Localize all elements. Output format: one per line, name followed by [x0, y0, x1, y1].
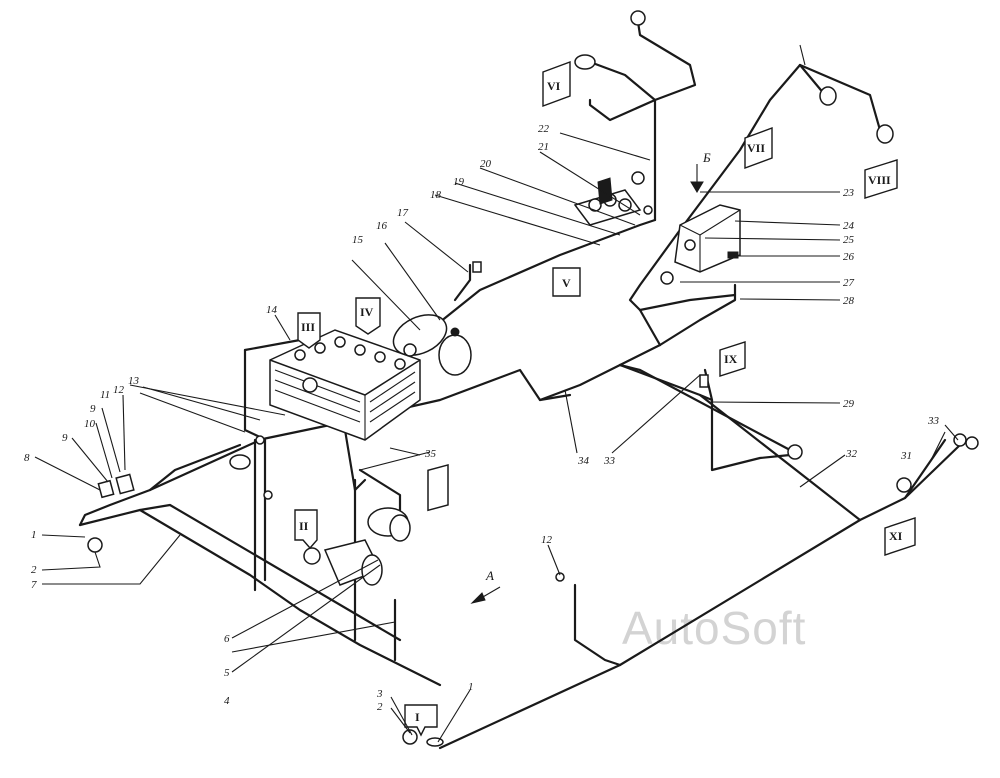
tag-XI: XI	[884, 517, 916, 556]
callout-15: 15	[352, 234, 364, 246]
callout-23: 23	[843, 187, 855, 199]
tag-III: III	[297, 312, 321, 349]
callout-22: 22	[538, 123, 550, 135]
label-text: V	[562, 276, 571, 290]
label-text: VII	[747, 141, 765, 155]
callout-2b: 2	[377, 701, 383, 713]
label-text: VIII	[868, 173, 891, 187]
label-text: I	[415, 710, 420, 724]
callout-28: 28	[843, 295, 855, 307]
battery-block	[269, 329, 421, 441]
callout-1: 1	[31, 529, 37, 541]
callout-33: 33	[603, 455, 616, 467]
tag-VII: VII	[744, 126, 773, 170]
label-text: VI	[547, 79, 561, 93]
callout-11: 11	[100, 389, 110, 401]
callout-12b: 12	[541, 534, 553, 546]
callout-10: 10	[84, 418, 96, 430]
callout-2: 2	[31, 564, 37, 576]
generator	[392, 314, 472, 376]
label-text: III	[301, 320, 315, 334]
callout-19: 19	[453, 176, 465, 188]
callout-27: 27	[843, 277, 855, 289]
callout-25: 25	[843, 234, 855, 246]
callout-17: 17	[397, 207, 409, 219]
main-harness	[78, 20, 962, 750]
callout-16: 16	[376, 220, 388, 232]
tag-VIII: VIII	[864, 159, 898, 199]
callout-7: 7	[31, 579, 37, 591]
view-arrow-b: Б	[690, 150, 711, 193]
leader-lines	[34, 132, 959, 743]
label-text: IV	[360, 305, 374, 319]
lamp-35	[367, 507, 411, 542]
callout-13: 13	[128, 375, 140, 387]
callout-14: 14	[266, 304, 278, 316]
top-lamps	[574, 10, 894, 144]
callout-26: 26	[843, 251, 855, 263]
label-text: II	[299, 519, 309, 533]
label-text: А	[485, 568, 494, 583]
tag-IX: IX	[719, 341, 746, 377]
tag-VI: VI	[542, 60, 571, 108]
view-arrow-a: А	[470, 568, 501, 604]
callout-29: 29	[843, 398, 855, 410]
callout-12: 12	[113, 384, 125, 396]
callout-6: 6	[224, 633, 230, 645]
tag-V: V	[552, 267, 581, 297]
instrument-panel	[660, 204, 741, 285]
label-text: XI	[889, 529, 903, 543]
callout-9b: 9	[90, 403, 96, 415]
callout-8: 8	[24, 452, 30, 464]
callout-32: 32	[845, 448, 858, 460]
callout-33-right: 33	[927, 415, 940, 427]
left-connectors	[87, 435, 449, 553]
callout-24: 24	[843, 220, 855, 232]
roman-tags: I II III IV V VI VII VIII IX XI	[294, 60, 916, 737]
callout-21: 21	[538, 141, 549, 153]
tag-II: II	[294, 509, 318, 550]
label-text: IX	[724, 352, 738, 366]
callout-20: 20	[480, 158, 492, 170]
callout-18: 18	[430, 189, 442, 201]
callout-34: 34	[577, 455, 590, 467]
tag-IV: IV	[355, 297, 381, 335]
callout-5: 5	[224, 667, 230, 679]
callout-1b: 1	[468, 681, 474, 693]
callout-9: 9	[62, 432, 68, 444]
label-text: Б	[702, 150, 711, 165]
callout-4: 4	[224, 695, 230, 707]
callout-31: 31	[900, 450, 912, 462]
callout-35: 35	[424, 448, 437, 460]
horn	[303, 539, 383, 586]
callout-3: 3	[376, 688, 383, 700]
relay-unit	[573, 171, 653, 226]
rear-components	[402, 261, 979, 747]
callout-numbers: 1 2 7 8 9 10 9 11 12 13 14 15 16 17 18 1…	[24, 123, 940, 713]
